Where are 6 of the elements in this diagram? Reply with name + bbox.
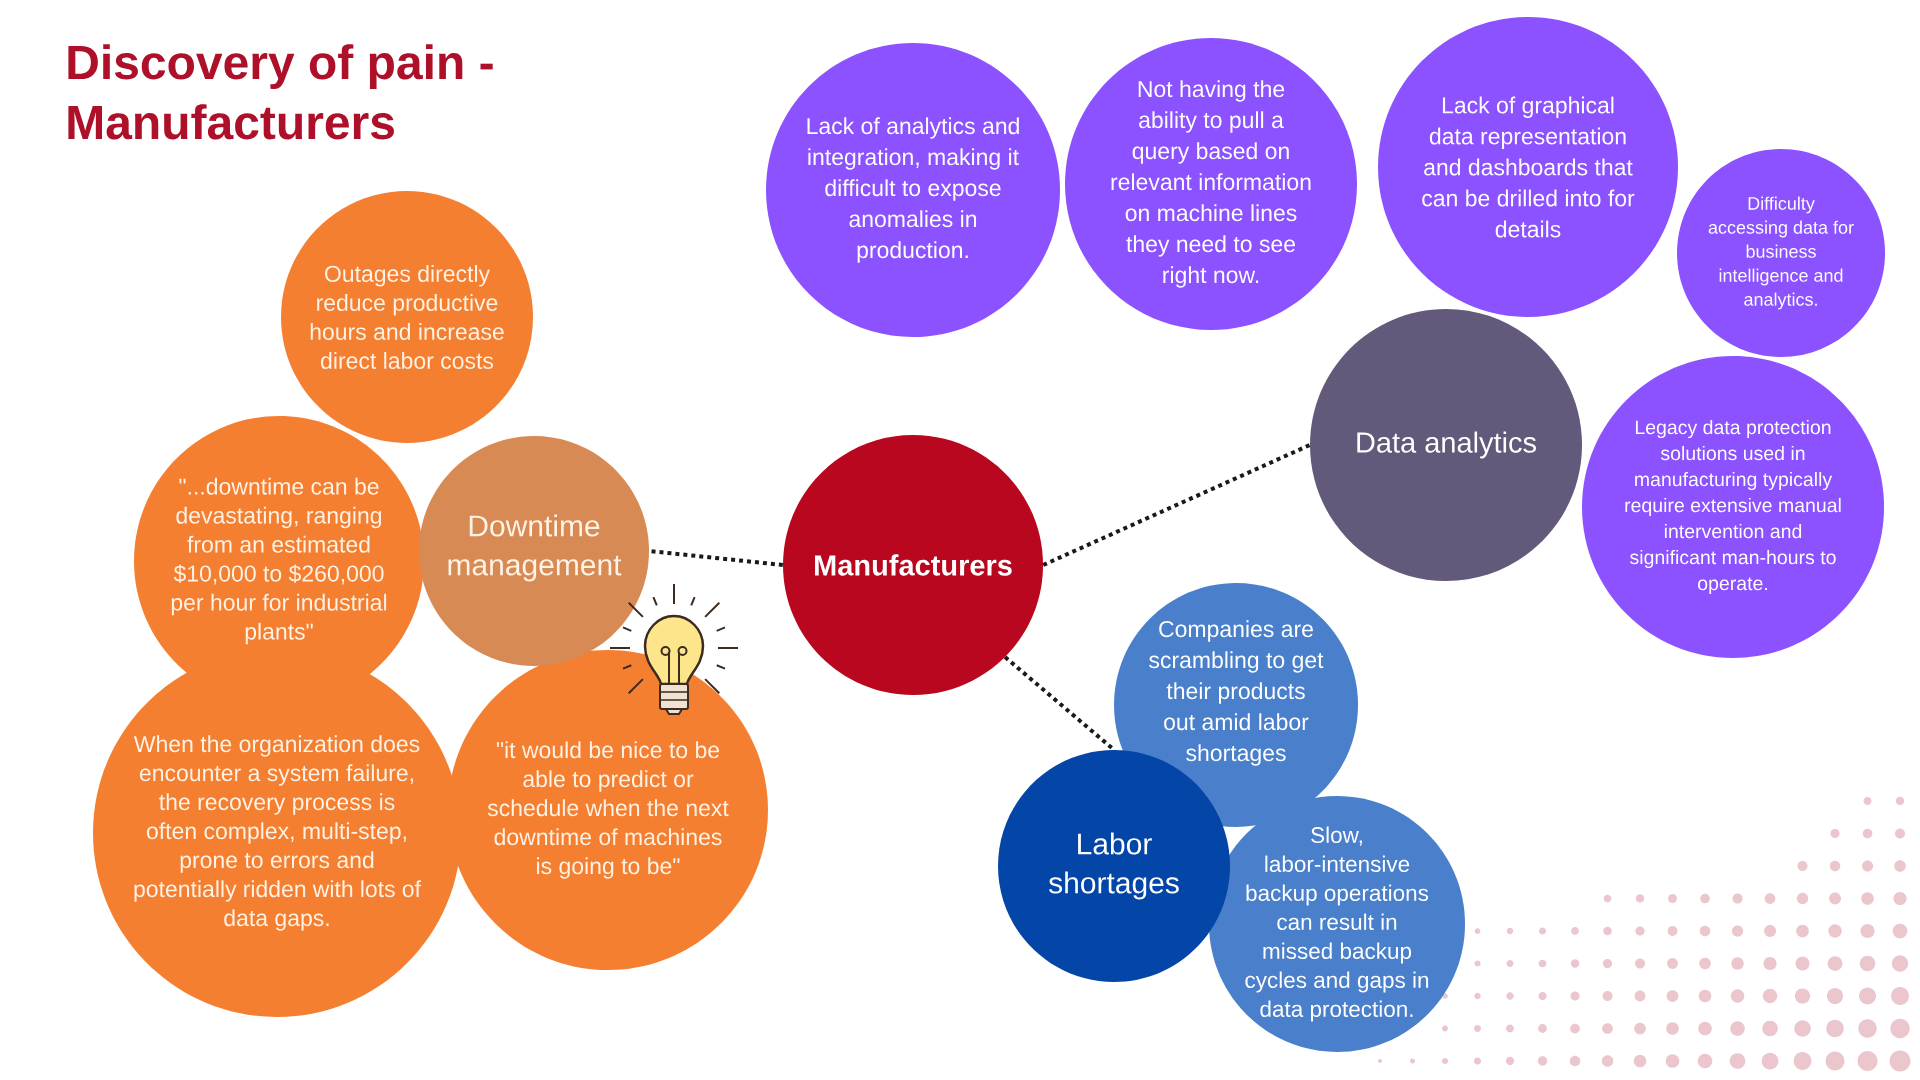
title: Discovery of pain - Manufacturers [68,44,493,140]
node-label: When the organization does encounter a system failure, the recovery process is often complex, multi-step, prone to errors and potentially ridden with lots of data gaps. [133,735,421,931]
connector-line [1042,443,1311,567]
connector-line [649,549,783,567]
connector-line [1003,655,1116,752]
node-label: "...downtime can be devastating, ranging from an estimated $10,000 to $260,000 per hour for industrial plants" [171,477,387,645]
